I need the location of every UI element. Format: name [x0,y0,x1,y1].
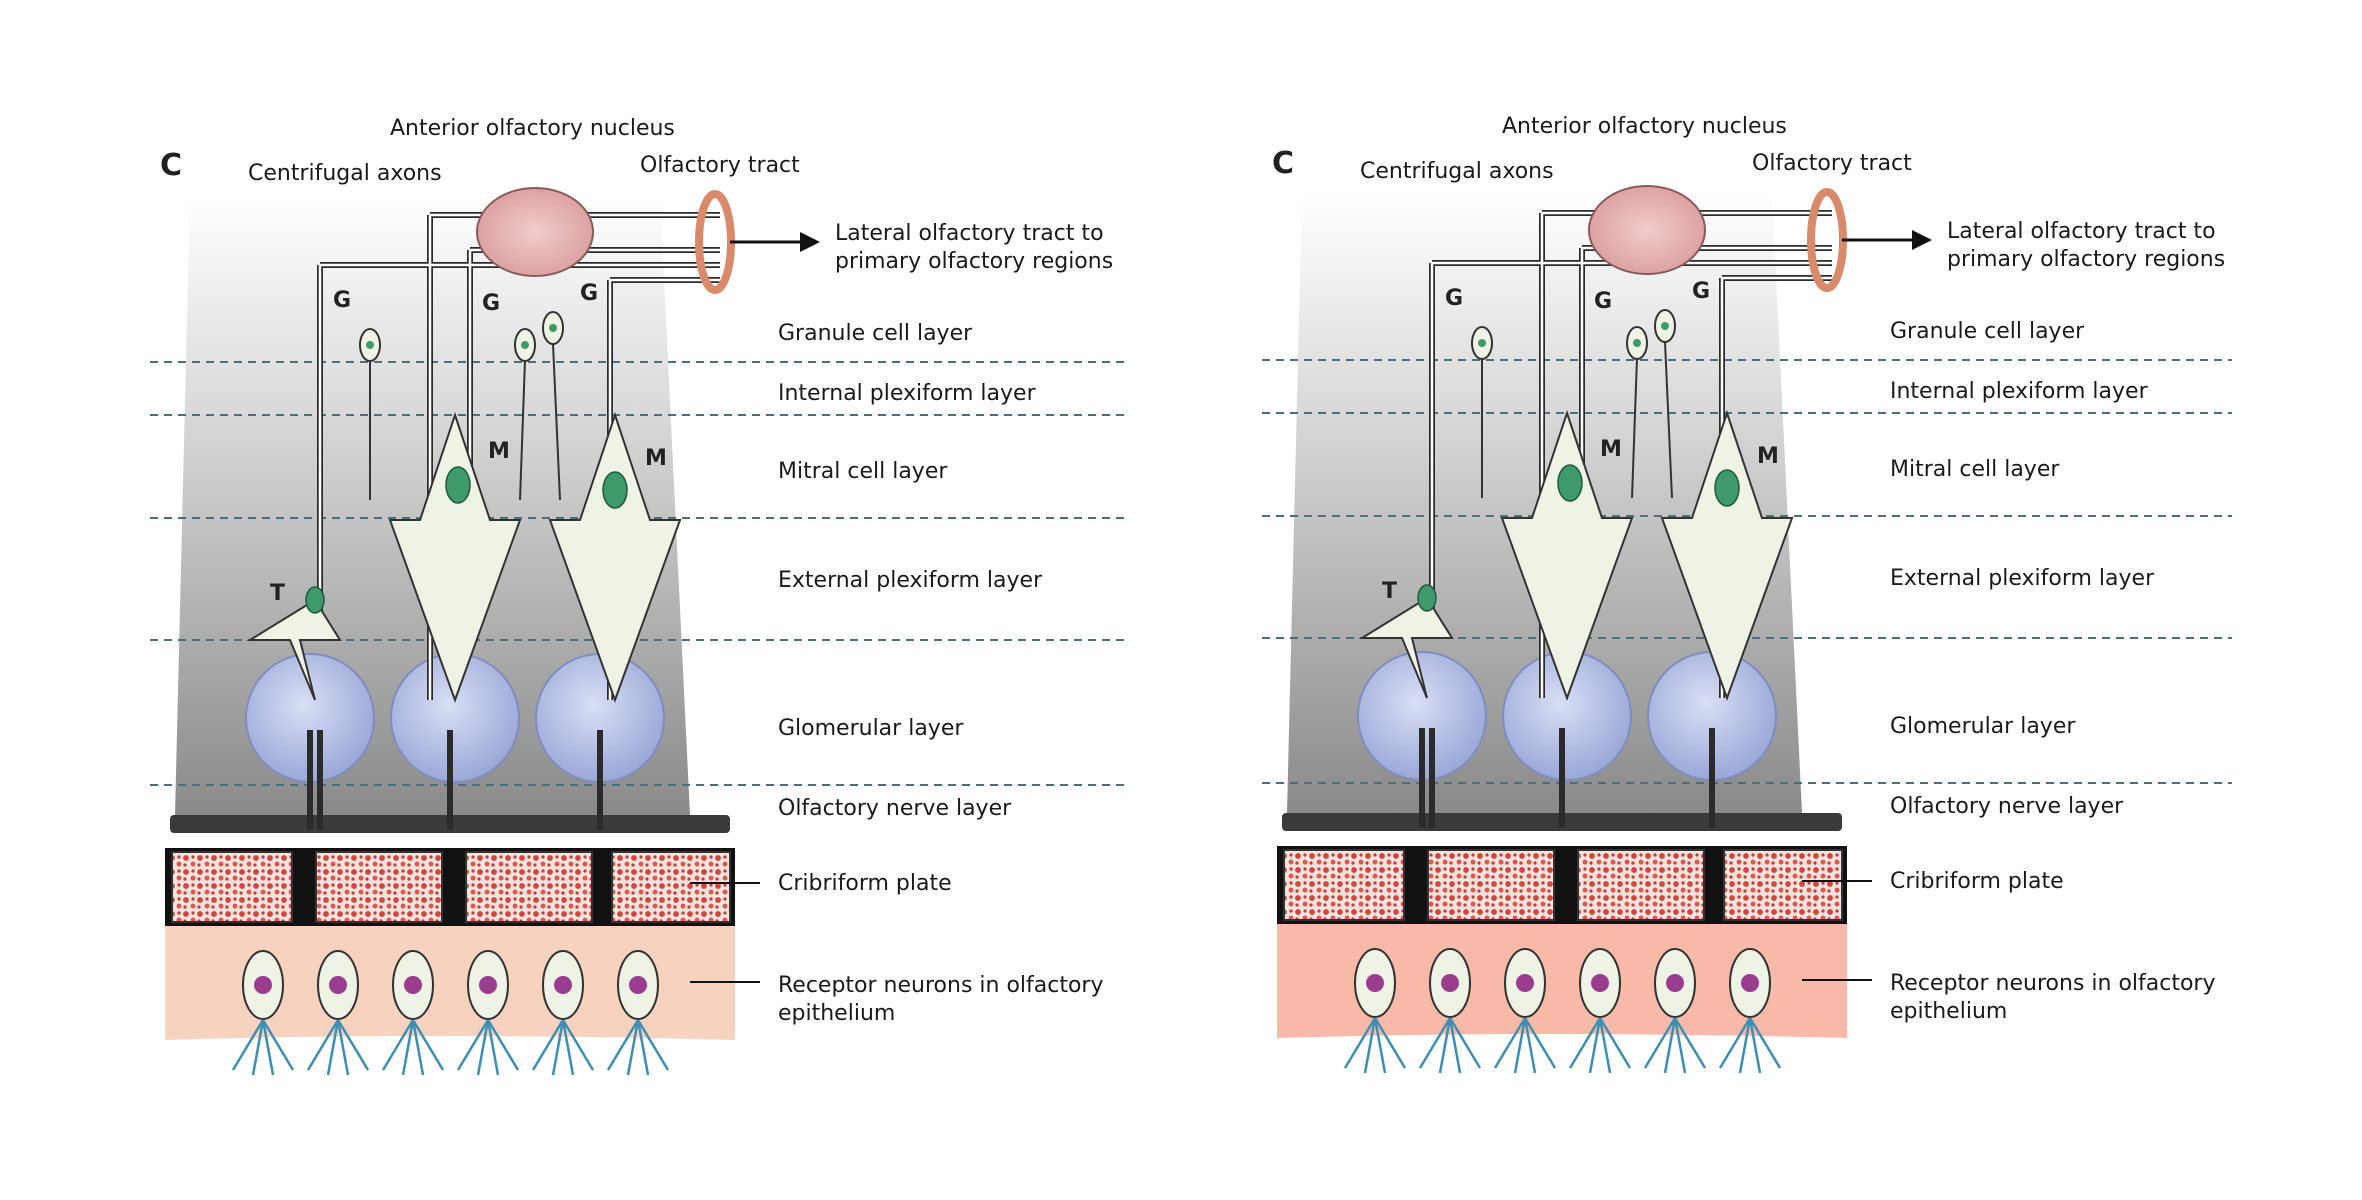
layer-label: Glomerular layer [778,716,964,741]
cell-letter-mitral: M [1757,444,1779,469]
epithelium [1277,909,1847,1038]
receptor-neurons [1343,948,1782,1074]
glomeruli [245,653,665,783]
cell-letter-granule: G [1594,289,1612,314]
label-olfactory-tract: Olfactory tract [640,153,800,178]
label-anterior-olfactory-nucleus: Anterior olfactory nucleus [390,116,675,141]
panel-left: C Anterior olfactory nucleus Centrifugal… [150,116,1130,1076]
anterior-olfactory-nucleus-shape [476,187,594,277]
cell-letter-granule: G [333,288,351,313]
lateral-tract-arrowhead [800,232,820,252]
layer-label: Granule cell layer [1890,319,2085,344]
label-lateral-tract-line1: Lateral olfactory tract to [1947,219,2216,244]
cell-letter-granule: G [1692,279,1710,304]
layer-label: Glomerular layer [1890,714,2076,739]
epithelium [165,911,735,1040]
layer-label: Olfactory nerve layer [778,796,1012,821]
panel-right: C Anterior olfactory nucleus Centrifugal… [1262,114,2232,1074]
mitral-nuclei [305,466,628,614]
lateral-tract-arrowhead [1912,230,1932,250]
layer-label: Mitral cell layer [778,459,948,484]
layer-label: Granule cell layer [778,321,973,346]
mitral-nuclei [1417,464,1740,612]
cell-letter-tufted: T [270,581,285,606]
cell-letter-mitral: M [488,439,510,464]
cell-letter-granule: G [482,291,500,316]
layer-label: Internal plexiform layer [778,381,1037,406]
cribriform-plate [1277,846,1847,924]
label-centrifugal-axons: Centrifugal axons [248,161,442,186]
label-receptor-line1: Receptor neurons in olfactory [778,973,1104,998]
granule-nuclei [1478,322,1669,347]
panel-letter: C [160,148,182,183]
mitral-cells [246,411,682,703]
cell-letter-tufted: T [1382,579,1397,604]
olfactory-tract-ring [1807,188,1847,292]
panel-letter: C [1272,146,1294,181]
cell-letter-granule: G [580,281,598,306]
cell-letter-mitral: M [1600,437,1622,462]
label-receptor-line2: epithelium [1890,999,2007,1024]
olfactory-tract-ring [695,190,735,294]
label-lateral-tract-line1: Lateral olfactory tract to [835,221,1104,246]
mitral-cells [1358,409,1794,701]
label-receptor-line2: epithelium [778,1001,895,1026]
label-lateral-tract-line2: primary olfactory regions [1947,247,2225,272]
label-cribriform-plate: Cribriform plate [778,871,952,896]
granule-nuclei [366,324,557,349]
label-receptor-line1: Receptor neurons in olfactory [1890,971,2216,996]
receptor-neurons [231,950,670,1076]
label-anterior-olfactory-nucleus: Anterior olfactory nucleus [1502,114,1787,139]
label-cribriform-plate: Cribriform plate [1890,869,2064,894]
label-olfactory-tract: Olfactory tract [1752,151,1912,176]
cell-letter-mitral: M [645,446,667,471]
layer-label: External plexiform layer [778,568,1043,593]
glomeruli [1357,651,1777,781]
layer-label: External plexiform layer [1890,566,2155,591]
cribriform-plate [165,848,735,926]
anterior-olfactory-nucleus-shape [1588,185,1706,275]
layer-label: Mitral cell layer [1890,457,2060,482]
cell-letter-granule: G [1445,286,1463,311]
label-centrifugal-axons: Centrifugal axons [1360,159,1554,184]
granule-cells [1471,309,1676,499]
layer-label: Olfactory nerve layer [1890,794,2124,819]
layer-label: Internal plexiform layer [1890,379,2149,404]
label-lateral-tract-line2: primary olfactory regions [835,249,1113,274]
